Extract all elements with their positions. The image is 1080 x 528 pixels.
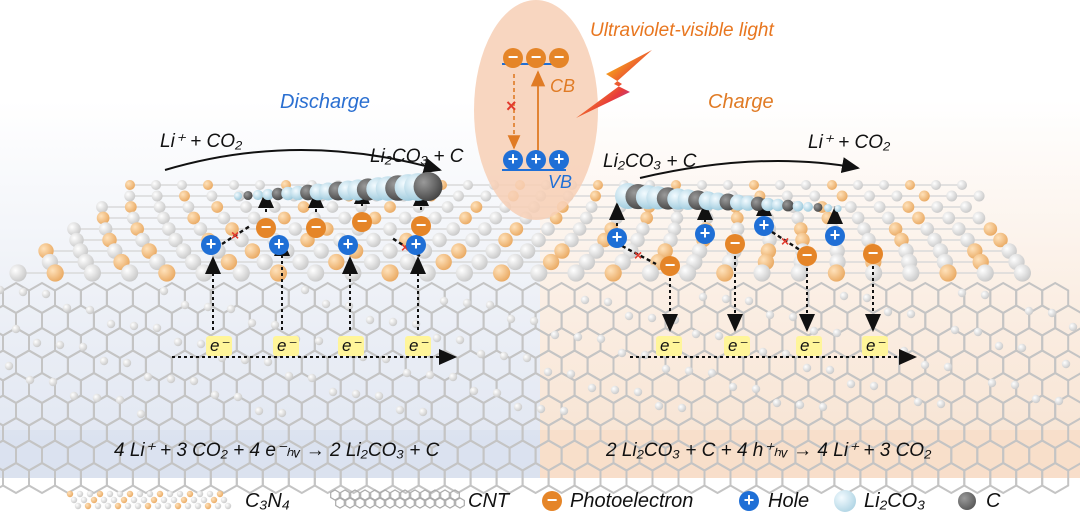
photoelectron-marker: − (660, 256, 680, 276)
hole-marker: + (338, 235, 358, 255)
hole-marker: + (406, 235, 426, 255)
discharge-equation: 4 Li⁺ + 3 CO₂ + 4 e⁻ₕᵥ → 2 Li₂CO₃ + C (114, 440, 440, 461)
hole-marker: + (269, 235, 289, 255)
vb-label: VB (548, 172, 573, 192)
charge-reactant: Li₂CO₃ + C (603, 151, 697, 172)
electron-label: e⁻ (656, 336, 683, 356)
vb-hole: + (526, 150, 546, 170)
legend-photoelectron-icon: − (542, 491, 562, 511)
photoelectron-marker: − (306, 218, 326, 238)
legend-cnt-icon (330, 489, 465, 509)
electron-label: e⁻ (338, 336, 365, 356)
electron-label: e⁻ (862, 336, 889, 356)
discharge-product: Li₂CO₃ + C (370, 146, 464, 167)
svg-text:×: × (781, 233, 789, 249)
photoelectron-marker: − (797, 246, 817, 266)
cb-electron: − (526, 48, 546, 68)
legend-c3n4-icon (66, 490, 232, 510)
light-label: Ultraviolet-visible light (590, 20, 774, 41)
legend-carbon-icon (958, 492, 976, 510)
electron-label: e⁻ (724, 336, 751, 356)
svg-text:×: × (231, 227, 239, 243)
electron-label: e⁻ (206, 336, 233, 356)
band-bubble (474, 0, 598, 220)
legend-carbon-label: C (986, 490, 1001, 512)
svg-text:×: × (634, 247, 642, 263)
hole-marker: + (607, 228, 627, 248)
hole-marker: + (695, 224, 715, 244)
svg-text:×: × (401, 239, 409, 255)
photoelectron-marker: − (725, 234, 745, 254)
hole-marker: + (754, 216, 774, 236)
electron-label: e⁻ (405, 336, 432, 356)
discharge-panel (0, 100, 540, 478)
electron-label: e⁻ (796, 336, 823, 356)
charge-product: Li⁺ + CO₂ (808, 132, 891, 153)
hole-marker: + (201, 235, 221, 255)
electron-label: e⁻ (273, 336, 300, 356)
discharge-title: Discharge (280, 91, 371, 113)
carbon-nanotube (0, 281, 1080, 495)
photoelectron-marker: − (863, 244, 883, 264)
vb-hole: + (549, 150, 569, 170)
charge-equation: 2 Li₂CO₃ + C + 4 h⁺ₕᵥ → 4 Li⁺ + 3 CO₂ (606, 440, 932, 461)
vb-hole: + (503, 150, 523, 170)
photoelectron-marker: − (256, 218, 276, 238)
legend-cnt-label: CNT (468, 490, 510, 512)
cb-label: CB (550, 76, 576, 96)
charge-title: Charge (708, 91, 774, 113)
photoelectron-marker: − (352, 212, 372, 232)
legend-hole-icon: + (739, 491, 759, 511)
light-bolt (576, 50, 652, 118)
blocked-mark: × (506, 96, 517, 116)
cb-electron: − (503, 48, 523, 68)
photoelectron-marker: − (411, 216, 431, 236)
legend-li2co3-icon (834, 490, 856, 512)
hole-marker: + (825, 226, 845, 246)
legend-photoelectron-label: Photoelectron (570, 490, 694, 512)
cb-electron: − (549, 48, 569, 68)
discharge-reactant: Li⁺ + CO₂ (160, 131, 243, 152)
legend-hole-label: Hole (768, 490, 810, 512)
charge-curve-arrow (639, 157, 860, 179)
legend-c3n4-label: C₃N₄ (245, 490, 290, 512)
discharge-curve-arrow (164, 149, 442, 174)
legend-li2co3-label: Li₂CO₃ (864, 490, 926, 512)
